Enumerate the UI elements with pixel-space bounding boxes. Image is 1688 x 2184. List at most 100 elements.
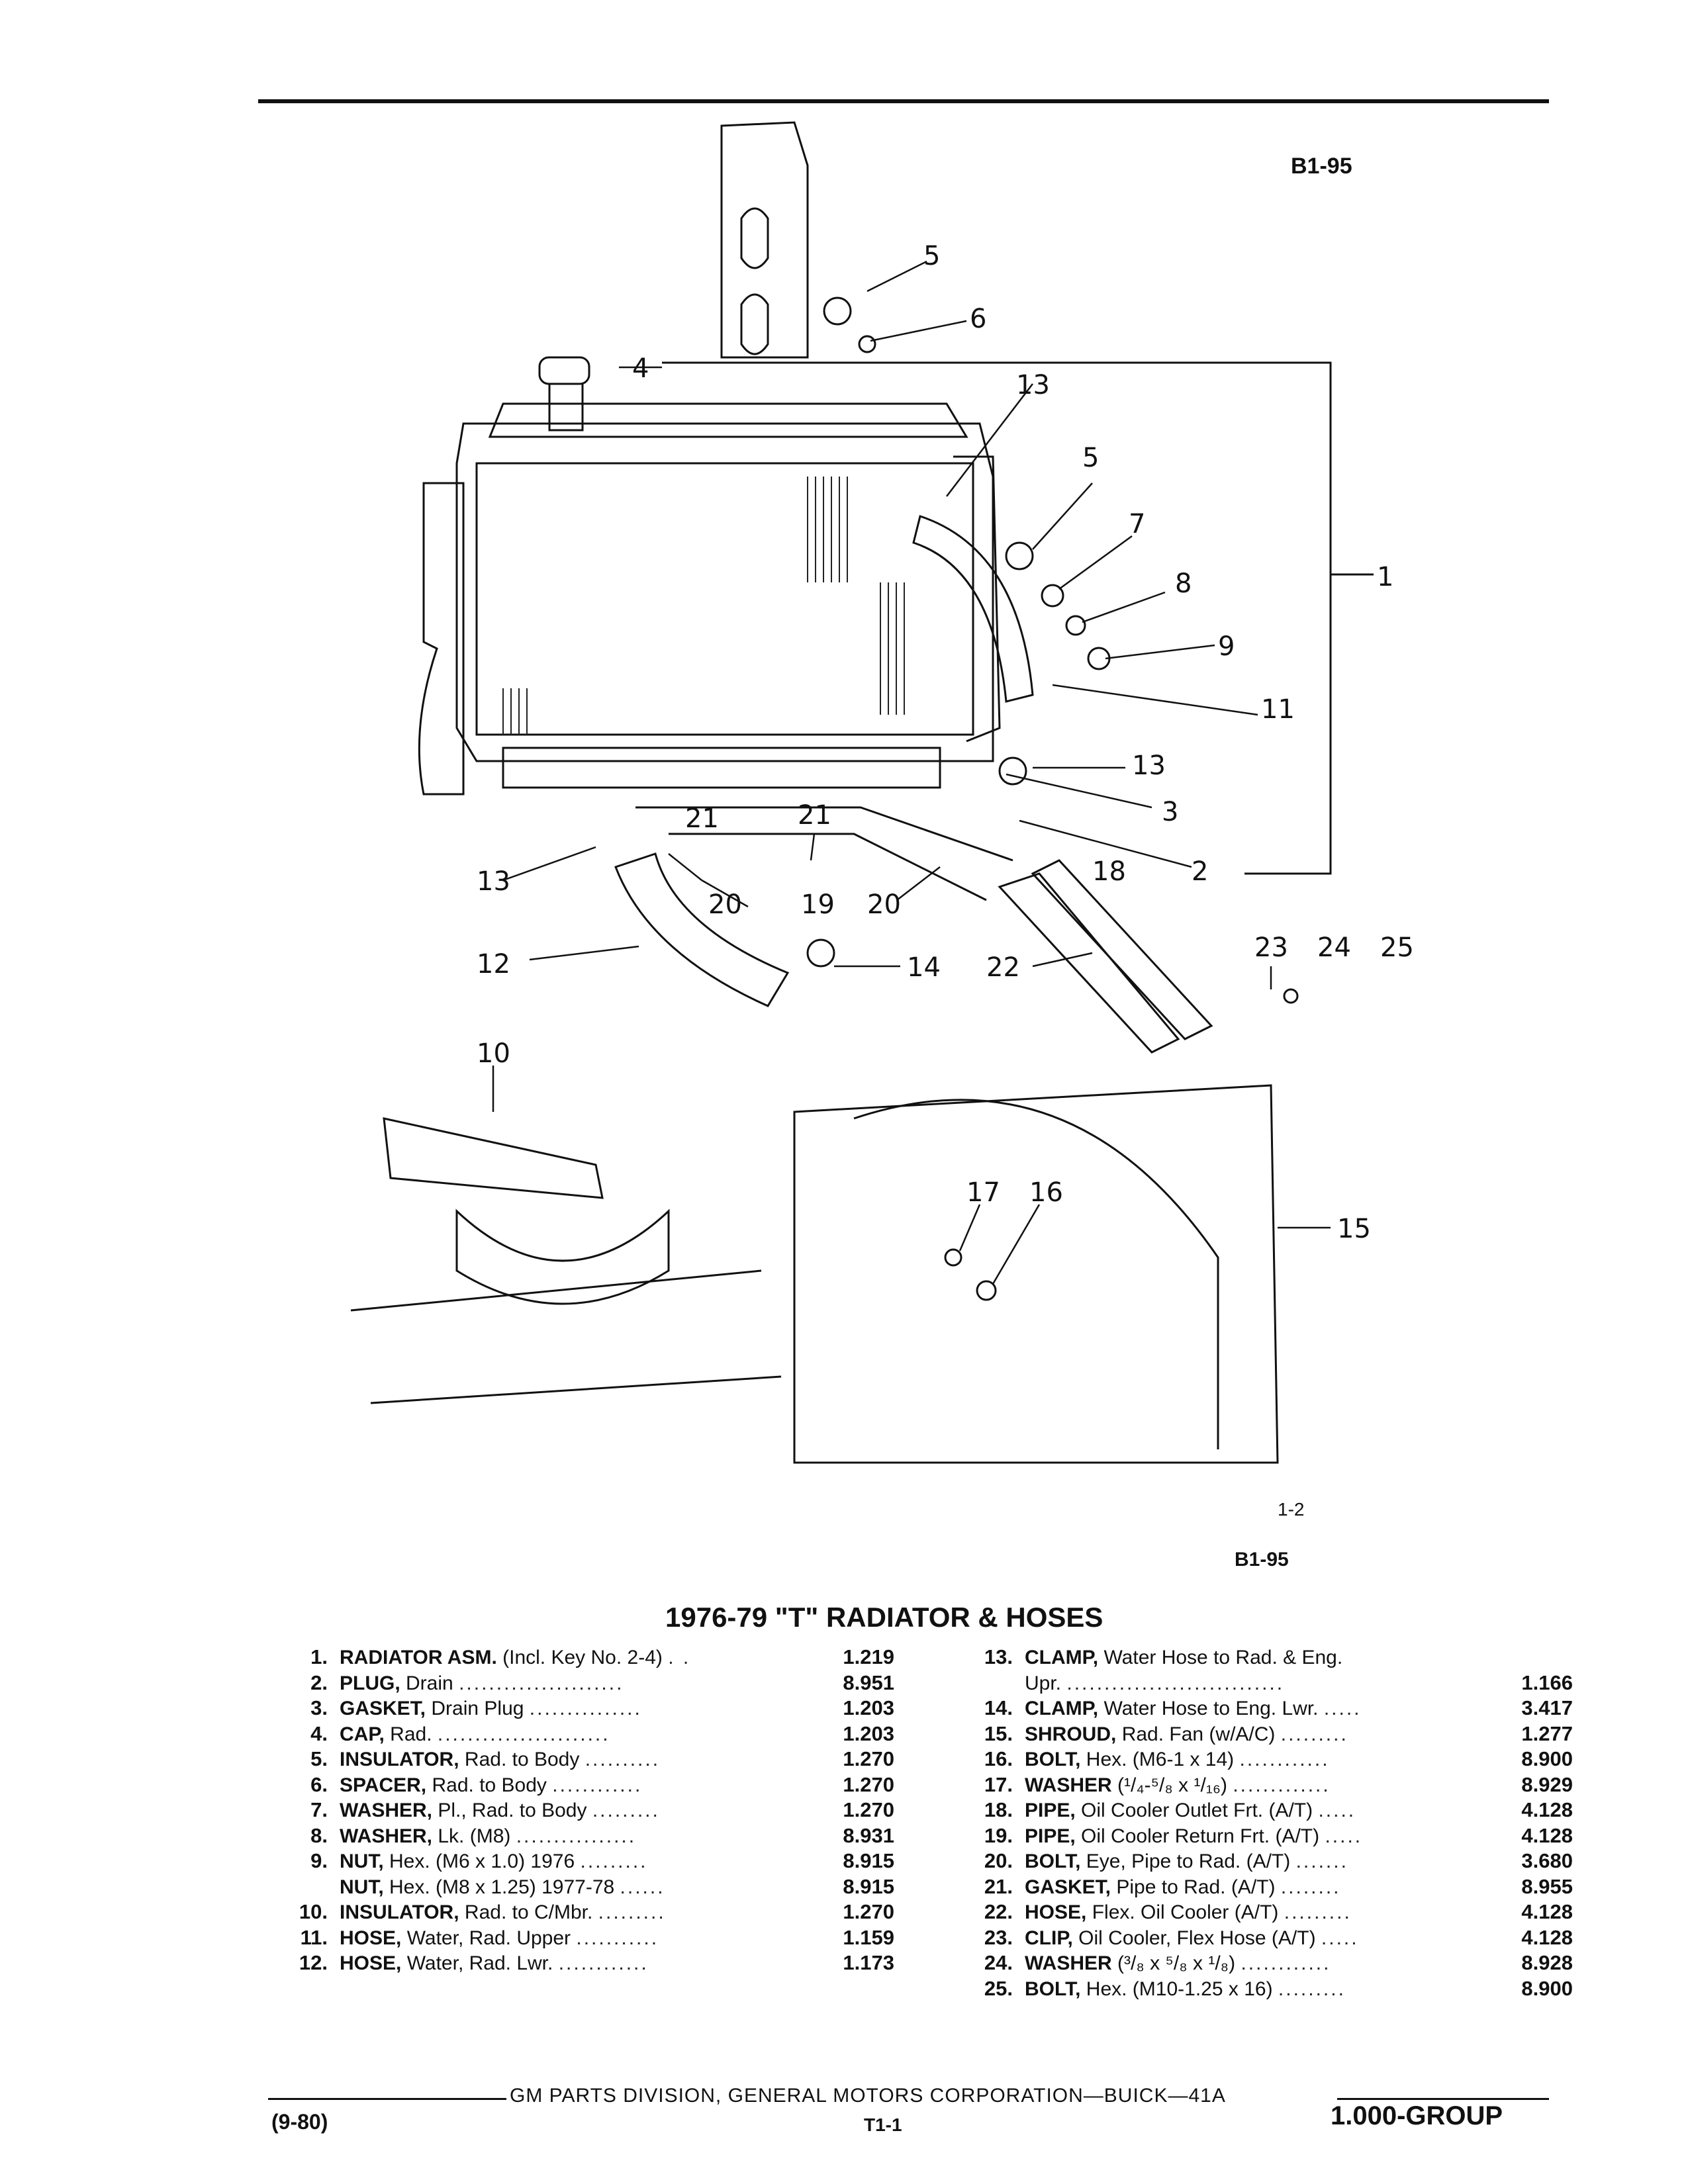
item-description: CLAMP, Water Hose to Eng. Lwr. ..... [1025, 1696, 1493, 1721]
item-description: CAP, Rad. ....................... [340, 1722, 815, 1747]
group-number: 8.931 [843, 1823, 894, 1847]
callout-label: 21 [798, 800, 831, 831]
part-name: WASHER, [340, 1825, 433, 1847]
part-detail: Hex. (M6-1 x 14) [1086, 1749, 1235, 1770]
part-detail: (³/₈ x ⁵/₈ x ¹/₈) [1117, 1952, 1236, 1974]
leader-dots: ......... [592, 1799, 660, 1821]
item-number: 23. [984, 1925, 1013, 1949]
item-description: WASHER, Pl., Rad. to Body ......... [340, 1798, 815, 1823]
parts-list-row: 14.CLAMP, Water Hose to Eng. Lwr. .....3… [953, 1696, 1575, 1721]
leader-dots: ............. [1233, 1774, 1331, 1796]
part-name: GASKET, [1025, 1876, 1111, 1898]
item-description: BOLT, Hex. (M6-1 x 14) ............ [1025, 1747, 1493, 1772]
leader-dots: ..... [1323, 1698, 1362, 1719]
leader-dots: ......... [1284, 1901, 1352, 1923]
part-detail: (Incl. Key No. 2-4) [502, 1647, 663, 1668]
part-name: SPACER, [340, 1774, 427, 1796]
part-name: BOLT, [1025, 1978, 1081, 2000]
footer-publisher: GM PARTS DIVISION, GENERAL MOTORS CORPOR… [510, 2085, 1226, 2107]
item-number: 12. [299, 1951, 328, 1974]
parts-list-row: 24.WASHER (³/₈ x ⁵/₈ x ¹/₈) ............… [953, 1950, 1575, 1976]
page-title: 1976-79 "T" RADIATOR & HOSES [665, 1602, 1103, 1633]
item-description: HOSE, Water, Rad. Upper ........... [340, 1926, 815, 1951]
item-description: SPACER, Rad. to Body ............ [340, 1773, 815, 1798]
item-description: HOSE, Water, Rad. Lwr. ............ [340, 1951, 815, 1976]
group-number: 1.166 [1521, 1670, 1573, 1694]
group-number: 4.128 [1521, 1798, 1573, 1821]
lower-insulator [383, 1117, 604, 1199]
item-description: WASHER (³/₈ x ⁵/₈ x ¹/₈) ............ [1025, 1951, 1493, 1976]
parts-list-row: 1.RADIATOR ASM. (Incl. Key No. 2-4) . .1… [268, 1645, 897, 1670]
group-number: 1.270 [843, 1900, 894, 1923]
part-detail: Water Hose to Eng. Lwr. [1103, 1698, 1319, 1719]
parts-list-row: 6. SPACER, Rad. to Body ............ 1.270 [268, 1772, 897, 1798]
callout-label: 2 [1192, 856, 1208, 887]
item-description: NUT, Hex. (M6 x 1.0) 1976 ......... [340, 1849, 815, 1874]
item-number: 15. [984, 1721, 1013, 1745]
footer-page-number: T1-1 [864, 2115, 902, 2135]
leader-dots: ...................... [459, 1672, 624, 1694]
figure-id: 1-2 [1278, 1499, 1305, 1520]
footer-rule-left [268, 2098, 506, 2100]
group-number: 8.951 [843, 1670, 894, 1694]
part-detail: Water, Rad. Lwr. [406, 1952, 553, 1974]
callout-label: 21 [685, 803, 719, 834]
part-name: BOLT, [1025, 1850, 1081, 1872]
item-number: 16. [984, 1747, 1013, 1770]
callout-label: 17 [966, 1177, 1000, 1208]
callout-label: 23 [1254, 933, 1288, 963]
callout-label: 5 [1082, 443, 1099, 473]
part-detail: (¹/₄-⁵/₈ x ¹/₁₆) [1117, 1774, 1227, 1796]
part-name: CLIP, [1025, 1927, 1073, 1949]
parts-list-row: 10.INSULATOR, Rad. to C/Mbr. .........1.… [268, 1899, 897, 1925]
leader-dots: ............... [529, 1698, 642, 1719]
callout-label: 7 [1129, 509, 1145, 539]
part-name: CLAMP, [1025, 1698, 1099, 1719]
leader-dots: ............ [552, 1774, 643, 1796]
group-number: 1.270 [843, 1772, 894, 1796]
item-description: NUT, Hex. (M8 x 1.25) 1977-78 ...... [340, 1875, 815, 1900]
part-detail: Water, Rad. Upper [406, 1927, 571, 1949]
part-name: GASKET, [340, 1698, 426, 1719]
item-description: WASHER, Lk. (M8) ................ [340, 1824, 815, 1849]
item-description: GASKET, Drain Plug ............... [340, 1696, 815, 1721]
item-number: 20. [984, 1849, 1013, 1872]
part-detail: Drain Plug [431, 1698, 524, 1719]
callout-label: 13 [1016, 370, 1050, 400]
part-name: WASHER [1025, 1952, 1112, 1974]
part-name: PIPE, [1025, 1799, 1076, 1821]
parts-list-row: 2.PLUG, Drain ......................8.95… [268, 1670, 897, 1696]
callout-label: 10 [477, 1038, 510, 1069]
group-number: 1.203 [843, 1696, 894, 1719]
part-name: NUT, [340, 1876, 384, 1898]
footer-rule-right [1337, 2098, 1549, 2100]
group-number: 1.219 [843, 1645, 894, 1668]
item-number: 22. [984, 1900, 1013, 1923]
parts-list-row: 19.PIPE, Oil Cooler Return Frt. (A/T) ..… [953, 1823, 1575, 1849]
item-number: 4. [310, 1721, 328, 1745]
leader-dots: ................ [516, 1825, 637, 1847]
item-description: INSULATOR, Rad. to Body .......... [340, 1747, 815, 1772]
parts-list-row: 18.PIPE, Oil Cooler Outlet Frt. (A/T) ..… [953, 1797, 1575, 1823]
group-number: 1.270 [843, 1798, 894, 1821]
item-number: 8. [310, 1823, 328, 1847]
part-detail: Water Hose to Rad. & Eng. [1103, 1647, 1343, 1668]
group-number: 8.900 [1521, 1976, 1573, 2000]
group-number: 3.417 [1521, 1696, 1573, 1719]
parts-list-row: 3.GASKET, Drain Plug ...............1.20… [268, 1696, 897, 1721]
parts-list-row: NUT, Hex. (M8 x 1.25) 1977-78 ......8.91… [268, 1874, 897, 1900]
part-detail: Pipe to Rad. (A/T) [1116, 1876, 1276, 1898]
top-rule [258, 99, 1549, 103]
part-detail: Rad. to Body [432, 1774, 547, 1796]
part-name: HOSE, [1025, 1901, 1087, 1923]
leader-dots: ............................. [1066, 1672, 1285, 1694]
exploded-parts-diagram: 5 6 4 13 5 7 8 9 11 1 13 3 21 21 18 2 13… [350, 121, 1414, 1464]
item-description: PIPE, Oil Cooler Outlet Frt. (A/T) ..... [1025, 1798, 1493, 1823]
parts-list-row: 20. BOLT, Eye, Pipe to Rad. (A/T) .......… [953, 1848, 1575, 1874]
item-description: BOLT, Eye, Pipe to Rad. (A/T) ....... [1025, 1849, 1493, 1874]
callout-label: 3 [1162, 797, 1178, 827]
part-name: HOSE, [340, 1952, 402, 1974]
group-number: 1.277 [1521, 1721, 1573, 1745]
leader-dots: ..... [1321, 1927, 1359, 1949]
item-number: 6. [310, 1772, 328, 1796]
